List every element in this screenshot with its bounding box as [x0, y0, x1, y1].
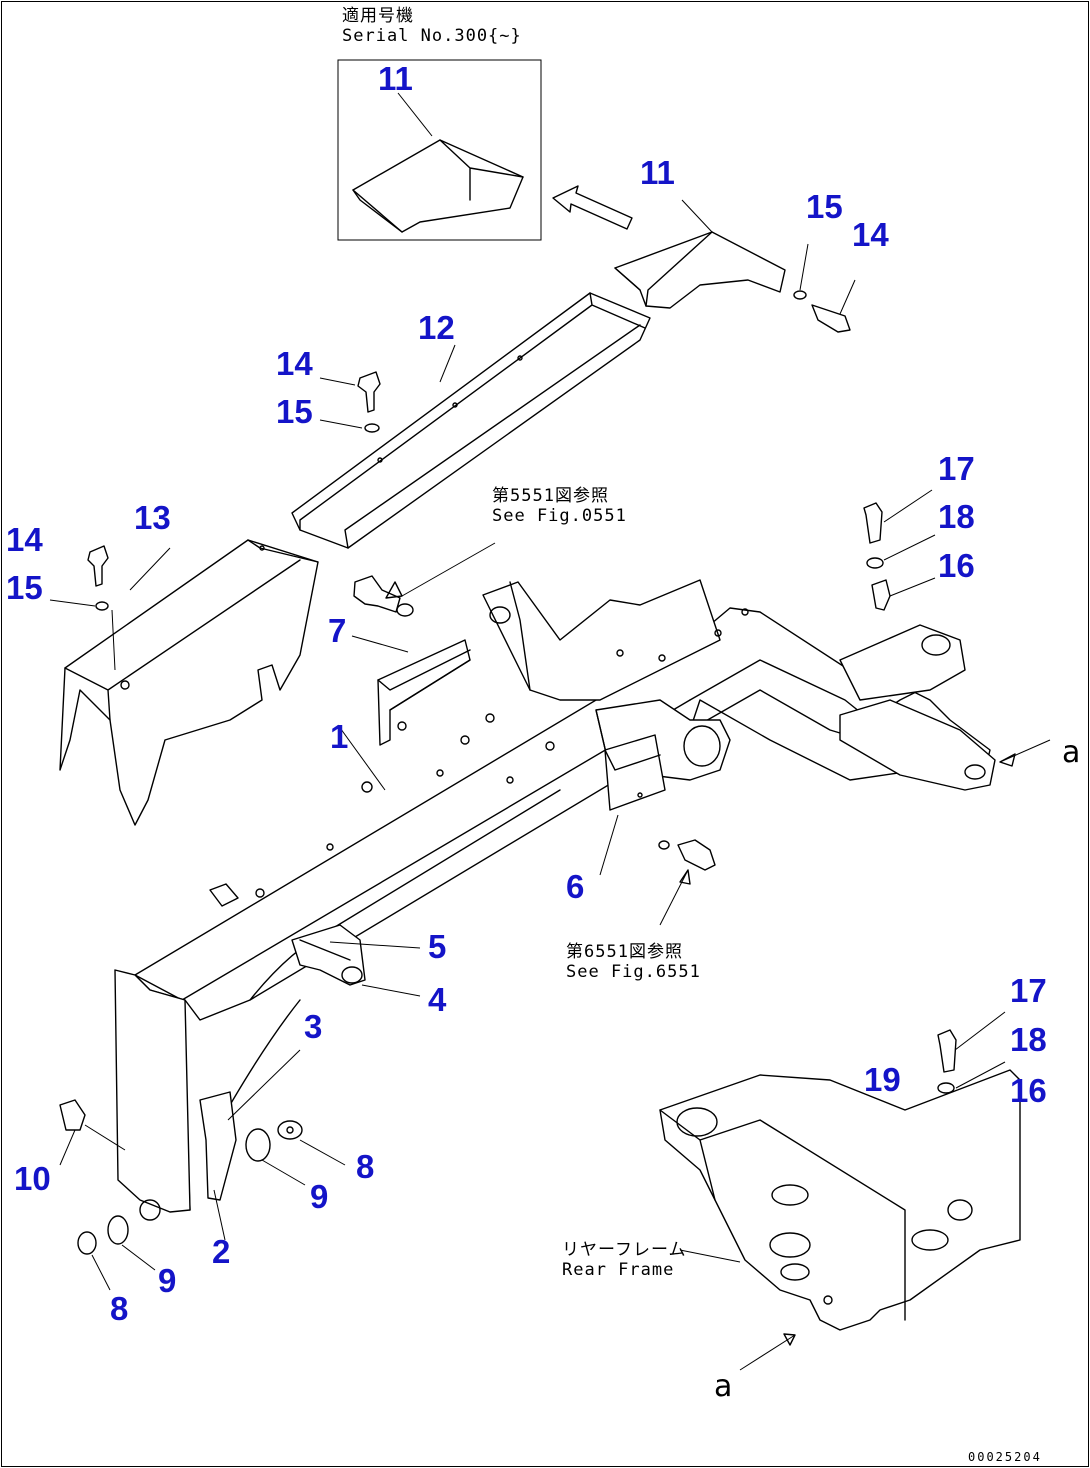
callout-5: 5 — [428, 928, 447, 965]
reference-note-upper: 第5551図参照 See Fig.0551 — [492, 486, 627, 526]
serial-note-line1: 適用号機 — [342, 6, 414, 26]
front-plate-drawing — [59, 924, 421, 1291]
callout-7: 7 — [328, 612, 347, 649]
callout-14-top: 14 — [852, 216, 889, 253]
callout-11: 11 — [640, 154, 675, 191]
inset-box — [337, 59, 542, 241]
callout-9-left: 9 — [158, 1262, 177, 1299]
view-letter-a-lower: a — [714, 1369, 733, 1404]
cover-12-drawing — [291, 292, 651, 549]
rear-frame-label-line1: リヤーフレーム — [562, 1240, 687, 1260]
callout-14-mid: 14 — [276, 345, 313, 382]
callout-11-inset: 11 — [378, 60, 413, 97]
callout-15-mid: 15 — [276, 393, 313, 430]
cover-11-drawing — [614, 199, 856, 333]
callout-4: 4 — [428, 981, 447, 1018]
direction-arrow — [552, 185, 633, 230]
view-letter-a-upper: a — [1062, 735, 1081, 770]
callout-2: 2 — [212, 1233, 231, 1270]
callout-16-lower: 16 — [1010, 1072, 1047, 1109]
callout-14-left: 14 — [6, 521, 43, 558]
bracket-6-drawing — [599, 734, 716, 926]
callout-8-right: 8 — [356, 1148, 375, 1185]
callout-18-upper: 18 — [938, 498, 975, 535]
cover-13-drawing — [49, 539, 319, 826]
callout-8-left: 8 — [110, 1290, 129, 1327]
reference-note-upper-line2: See Fig.0551 — [492, 506, 627, 526]
callout-10: 10 — [14, 1160, 51, 1197]
callout-16-upper: 16 — [938, 547, 975, 584]
callout-17-lower: 17 — [1010, 972, 1047, 1009]
callout-9-right: 9 — [310, 1178, 329, 1215]
callout-15-left: 15 — [6, 569, 43, 606]
serial-note: 適用号機 Serial No.300{~} — [342, 6, 522, 46]
drawing-code: 00025204 — [968, 1450, 1042, 1464]
callout-17-upper: 17 — [938, 450, 975, 487]
rear-frame-label: リヤーフレーム Rear Frame — [562, 1240, 686, 1280]
callout-19: 19 — [864, 1061, 901, 1098]
reference-note-lower-line1: 第6551図参照 — [566, 942, 683, 962]
callout-1: 1 — [330, 718, 349, 755]
callout-18-lower: 18 — [1010, 1021, 1047, 1058]
callout-15-top: 15 — [806, 188, 843, 225]
reference-note-lower: 第6551図参照 See Fig.6551 — [566, 942, 701, 982]
callout-12: 12 — [418, 309, 455, 346]
rear-frame-drawing — [659, 1011, 1021, 1371]
reference-note-upper-line1: 第5551図参照 — [492, 486, 609, 506]
bracket-7-drawing — [351, 542, 496, 746]
reference-note-lower-line2: See Fig.6551 — [566, 962, 701, 982]
callout-3: 3 — [304, 1008, 323, 1045]
serial-note-line2: Serial No.300{~} — [342, 26, 522, 46]
bolts-upper-drawing — [863, 489, 936, 611]
callout-6: 6 — [566, 868, 585, 905]
rear-frame-label-line2: Rear Frame — [562, 1260, 675, 1280]
callout-13: 13 — [134, 499, 171, 536]
